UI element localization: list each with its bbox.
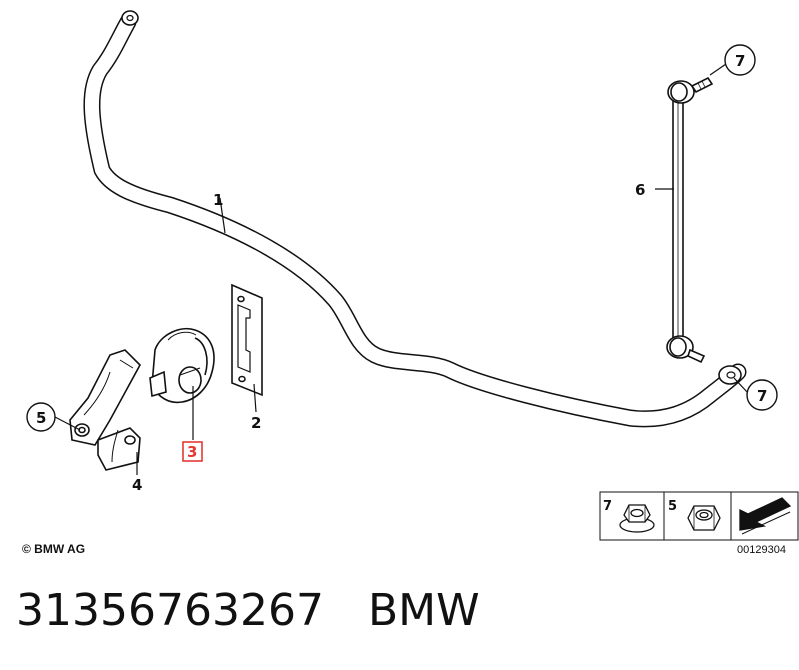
callout-2: 2	[251, 414, 261, 432]
mounting-bracket[interactable]	[69, 349, 141, 471]
callout-5-circle	[26, 402, 56, 432]
leader-lines	[54, 63, 749, 475]
rubber-bushing[interactable]	[149, 328, 215, 404]
stabilizer-link[interactable]	[666, 76, 714, 364]
callout-1: 1	[213, 191, 223, 209]
callout-7-top: 7	[735, 52, 745, 70]
legend-label-5: 5	[668, 499, 677, 514]
arrow-icon	[739, 497, 792, 535]
copyright-text: © BMW AG	[22, 542, 85, 556]
stabilizer-bar[interactable]	[83, 10, 747, 428]
callout-4: 4	[132, 476, 142, 494]
hex-nut-icon	[687, 505, 721, 531]
mounting-plate[interactable]	[231, 283, 263, 397]
brand-name: BMW	[367, 585, 480, 636]
callout-3-highlight-box	[182, 441, 203, 462]
callout-7-top-circle	[724, 44, 756, 76]
callout-6: 6	[635, 181, 645, 199]
legend-label-7: 7	[603, 499, 612, 514]
callout-7-bottom: 7	[757, 387, 767, 405]
callout-7-bottom-circle	[746, 379, 778, 411]
reference-number: 00129304	[737, 544, 786, 556]
nut-icon	[619, 504, 655, 533]
callout-3: 3	[187, 443, 197, 461]
callout-5: 5	[36, 409, 46, 427]
part-number: 31356763267	[16, 585, 324, 636]
part-caption: 31356763267 BMW	[16, 585, 480, 636]
